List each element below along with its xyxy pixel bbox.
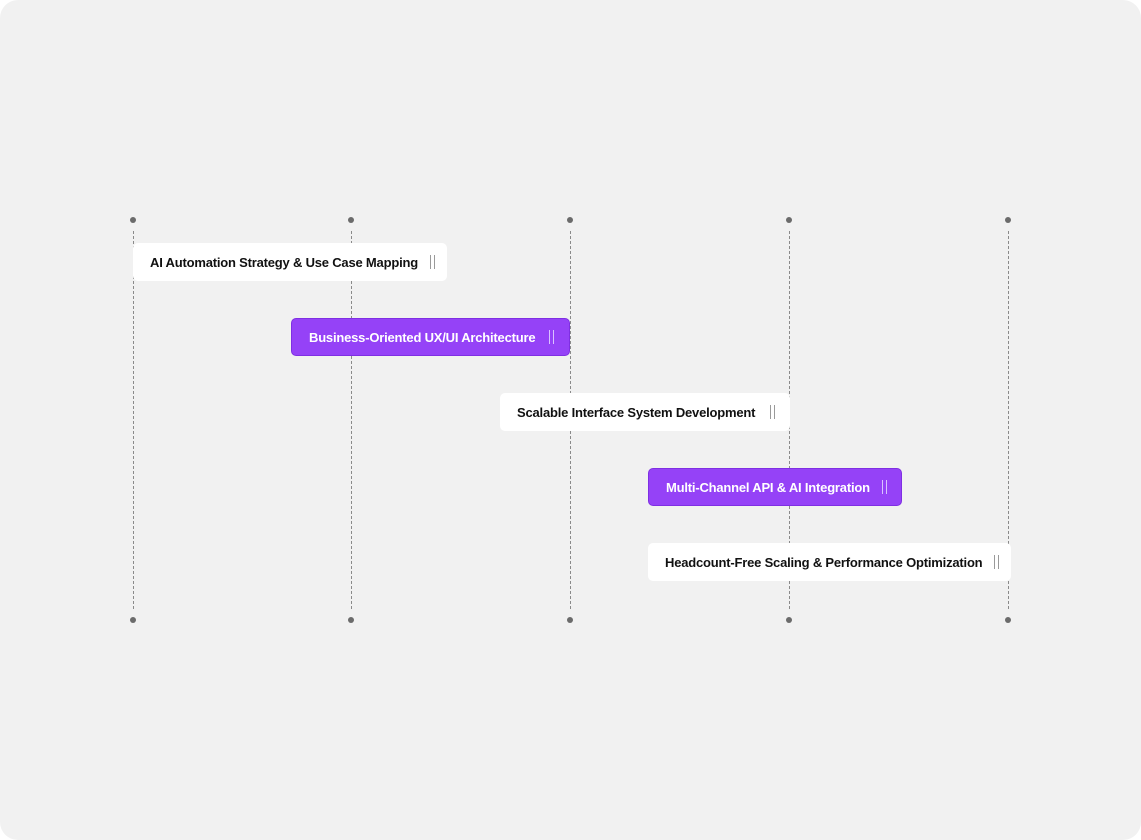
lane-start-marker bbox=[1005, 217, 1011, 223]
drag-handle-icon[interactable] bbox=[770, 405, 775, 419]
task-bar-interface-system-development[interactable]: Scalable Interface System Development bbox=[500, 393, 790, 431]
task-label: Business-Oriented UX/UI Architecture bbox=[309, 329, 536, 345]
timeline-lane-2 bbox=[347, 217, 355, 623]
lane-start-marker bbox=[348, 217, 354, 223]
lane-divider bbox=[132, 231, 134, 609]
drag-handle-icon[interactable] bbox=[429, 255, 435, 269]
lane-end-marker bbox=[1005, 617, 1011, 623]
lane-end-marker bbox=[130, 617, 136, 623]
task-bar-scaling-optimization[interactable]: Headcount-Free Scaling & Performance Opt… bbox=[648, 543, 1011, 581]
task-bar-api-ai-integration[interactable]: Multi-Channel API & AI Integration bbox=[648, 468, 902, 506]
lane-start-marker bbox=[786, 217, 792, 223]
timeline-lane-1 bbox=[129, 217, 137, 623]
task-label: AI Automation Strategy & Use Case Mappin… bbox=[150, 254, 418, 270]
lane-start-marker bbox=[567, 217, 573, 223]
task-label: Multi-Channel API & AI Integration bbox=[666, 479, 870, 495]
drag-handle-icon[interactable] bbox=[994, 555, 1000, 569]
drag-handle-icon[interactable] bbox=[549, 330, 554, 344]
lane-divider bbox=[350, 231, 352, 609]
lane-end-marker bbox=[567, 617, 573, 623]
task-bar-ai-automation-strategy[interactable]: AI Automation Strategy & Use Case Mappin… bbox=[133, 243, 447, 281]
lane-divider bbox=[1007, 231, 1009, 609]
lane-end-marker bbox=[786, 617, 792, 623]
task-label: Headcount-Free Scaling & Performance Opt… bbox=[665, 554, 983, 570]
task-label: Scalable Interface System Development bbox=[517, 404, 756, 420]
lane-start-marker bbox=[130, 217, 136, 223]
lane-end-marker bbox=[348, 617, 354, 623]
task-bar-ux-ui-architecture[interactable]: Business-Oriented UX/UI Architecture bbox=[291, 318, 570, 356]
drag-handle-icon[interactable] bbox=[881, 480, 887, 494]
timeline-lane-5 bbox=[1004, 217, 1012, 623]
